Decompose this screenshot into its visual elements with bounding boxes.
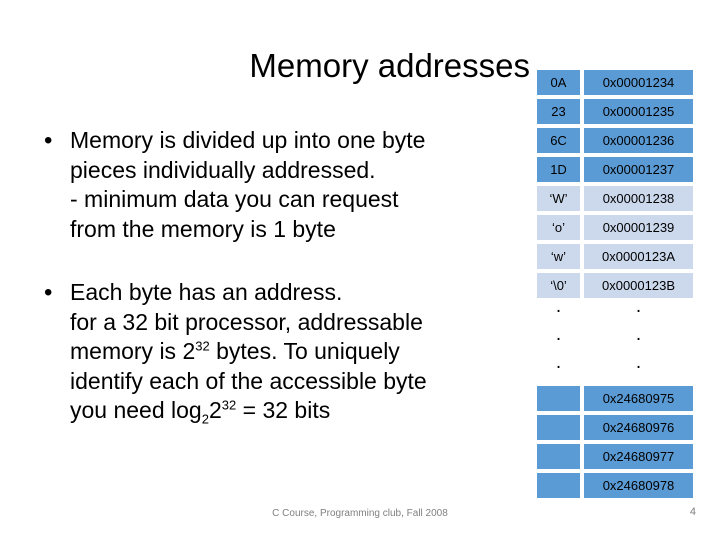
line3-prefix: memory is 2 xyxy=(70,338,196,364)
line5-suffix: = 32 bits xyxy=(236,397,331,423)
bullet-1-line-4: from the memory is 1 byte xyxy=(70,215,336,242)
table-row: ‘o’ 0x00001239 xyxy=(537,215,693,240)
ellipsis-address-dot: . xyxy=(635,296,642,317)
memory-value-cell: 23 xyxy=(537,99,580,124)
slide-body: • Memory is divided up into one byte pie… xyxy=(28,126,528,452)
memory-address-cell: 0x24680975 xyxy=(584,386,693,411)
memory-address-cell: 0x00001234 xyxy=(584,70,693,95)
bullet-2-line-5: you need log2232 = 32 bits xyxy=(70,396,528,426)
memory-value-cell: ‘w’ xyxy=(537,244,580,269)
bullet-1-line-2: pieces individually addressed. xyxy=(70,156,376,183)
table-ellipsis-row: . . xyxy=(537,324,693,358)
memory-value-cell: ‘W’ xyxy=(537,186,580,211)
memory-value-cell xyxy=(537,473,580,498)
memory-address-cell: 0x00001237 xyxy=(584,157,693,182)
memory-value-cell: ‘o’ xyxy=(537,215,580,240)
bullet-2-line-3: memory is 232 bytes. To uniquely xyxy=(70,337,528,367)
ellipsis-value-dot: . xyxy=(555,324,562,345)
memory-value-cell: 1D xyxy=(537,157,580,182)
table-row: 6C 0x00001236 xyxy=(537,128,693,153)
bullet-2-line-4: identify each of the accessible byte xyxy=(70,367,427,394)
memory-address-cell: 0x24680976 xyxy=(584,415,693,440)
memory-value-cell xyxy=(537,444,580,469)
bullet-1-line-3: - minimum data you can request xyxy=(70,186,399,212)
bullet-marker-icon: • xyxy=(44,127,53,154)
ellipsis-value-dot: . xyxy=(555,352,562,373)
bullet-2-line-1: Each byte has an address. xyxy=(70,279,343,305)
bullet-1-line-1: Memory is divided up into one byte xyxy=(70,127,426,153)
bullet-block-2: • Each byte has an address. for a 32 bit… xyxy=(28,278,528,426)
memory-address-cell: 0x0000123A xyxy=(584,244,693,269)
ellipsis-address-dot: . xyxy=(635,352,642,373)
slide-footer: C Course, Programming club, Fall 2008 xyxy=(272,508,448,519)
table-row: 0x24680975 xyxy=(537,386,693,411)
bullet-2-lines: Each byte has an address. for a 32 bit p… xyxy=(28,278,528,426)
line5-exponent: 32 xyxy=(221,397,237,413)
memory-value-cell: ‘\0’ xyxy=(537,273,580,298)
bullet-1-lines: Memory is divided up into one byte piece… xyxy=(28,126,528,244)
line3-exponent: 32 xyxy=(195,338,210,354)
memory-address-cell: 0x00001235 xyxy=(584,99,693,124)
bullet-marker-icon: • xyxy=(44,279,53,306)
memory-value-cell xyxy=(537,415,580,440)
table-row: 0x24680977 xyxy=(537,444,693,469)
table-row: ‘w’ 0x0000123A xyxy=(537,244,693,269)
table-ellipsis-row: . . xyxy=(537,352,693,386)
table-ellipsis-row: . . xyxy=(537,296,693,330)
table-row: 23 0x00001235 xyxy=(537,99,693,124)
line3-suffix: bytes. To uniquely xyxy=(209,338,400,364)
line5-prefix: you need log xyxy=(70,397,202,423)
table-row: 0A 0x00001234 xyxy=(537,70,693,95)
page-title: Memory addresses xyxy=(249,47,530,84)
memory-value-cell xyxy=(537,386,580,411)
bullet-block-1: • Memory is divided up into one byte pie… xyxy=(28,126,528,244)
bullet-2-line-2: for a 32 bit processor, addressable xyxy=(70,308,423,335)
memory-address-cell: 0x24680978 xyxy=(584,473,693,498)
memory-address-cell: 0x00001236 xyxy=(584,128,693,153)
memory-address-cell: 0x00001239 xyxy=(584,215,693,240)
table-row: ‘\0’ 0x0000123B xyxy=(537,273,693,298)
memory-address-cell: 0x0000123B xyxy=(584,273,693,298)
memory-address-cell: 0x24680977 xyxy=(584,444,693,469)
page-number: 4 xyxy=(689,506,696,518)
table-row: ‘W’ 0x00001238 xyxy=(537,186,693,211)
ellipsis-address-dot: . xyxy=(635,324,642,345)
memory-address-table: 0A 0x00001234 23 0x00001235 6C 0x0000123… xyxy=(537,70,693,502)
table-row: 0x24680978 xyxy=(537,473,693,498)
memory-value-cell: 0A xyxy=(537,70,580,95)
memory-value-cell: 6C xyxy=(537,128,580,153)
line5-log-base: 2 xyxy=(201,411,209,427)
line5-base: 2 xyxy=(208,397,222,423)
ellipsis-value-dot: . xyxy=(555,296,562,317)
memory-address-cell: 0x00001238 xyxy=(584,186,693,211)
table-row: 1D 0x00001237 xyxy=(537,157,693,182)
table-row: 0x24680976 xyxy=(537,415,693,440)
